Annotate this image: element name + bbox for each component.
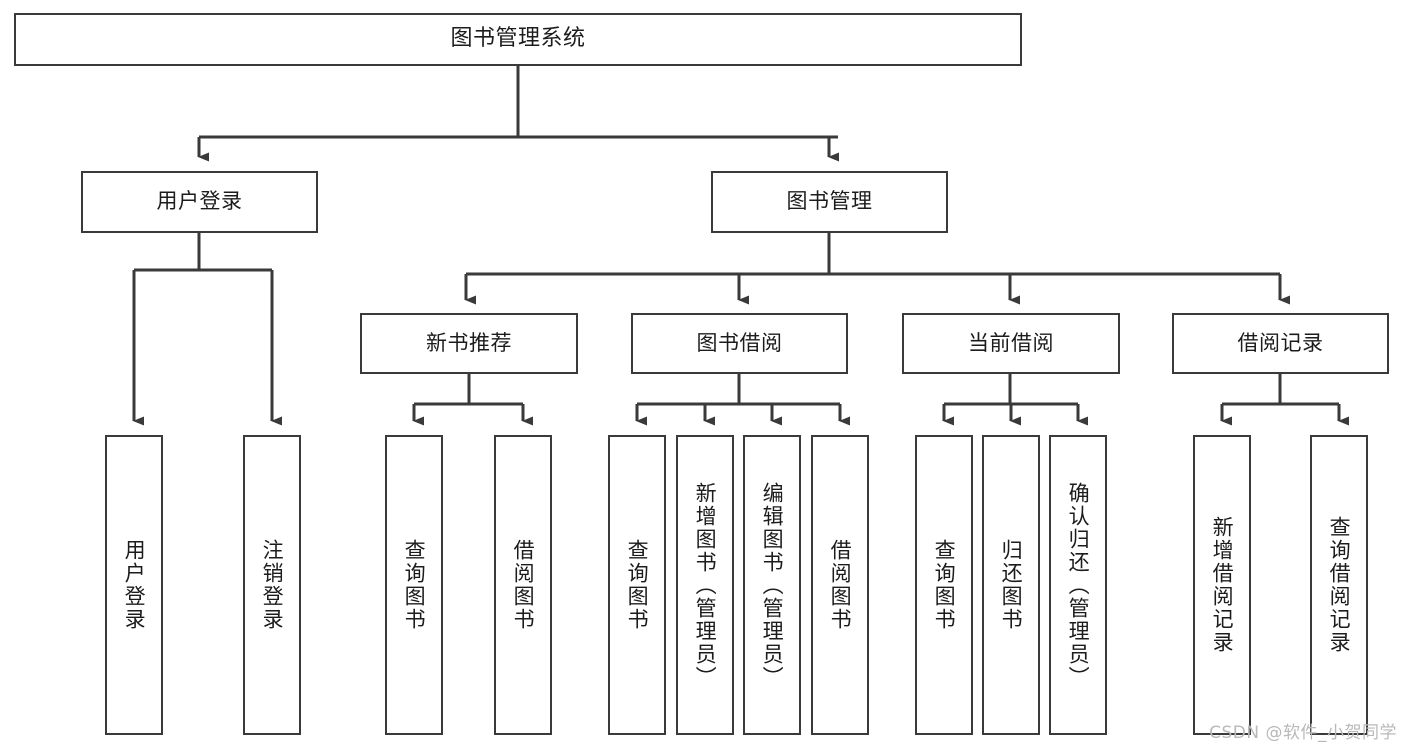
node-leaf-confirm-return[interactable]: 确认归还（管理员）: [1049, 435, 1107, 735]
node-leaf-user-login-label: 用户登录: [122, 539, 147, 631]
node-book-borrow[interactable]: 图书借阅: [631, 313, 848, 374]
node-leaf-return-book-label: 归还图书: [999, 539, 1024, 631]
node-user-login-label: 用户登录: [156, 189, 243, 214]
node-book-manage[interactable]: 图书管理: [711, 171, 948, 233]
node-leaf-query-record[interactable]: 查询借阅记录: [1310, 435, 1368, 735]
node-leaf-query-book-2[interactable]: 查询图书: [608, 435, 666, 735]
node-leaf-borrow-book-2-label: 借阅图书: [828, 539, 853, 631]
node-leaf-borrow-book-2[interactable]: 借阅图书: [811, 435, 869, 735]
node-book-manage-label: 图书管理: [786, 189, 873, 214]
node-leaf-add-record[interactable]: 新增借阅记录: [1193, 435, 1251, 735]
node-user-login[interactable]: 用户登录: [81, 171, 318, 233]
node-leaf-query-record-label: 查询借阅记录: [1327, 516, 1352, 654]
node-leaf-logout[interactable]: 注销登录: [243, 435, 301, 735]
node-borrow-record[interactable]: 借阅记录: [1172, 313, 1389, 374]
node-borrow-record-label: 借阅记录: [1237, 330, 1324, 355]
node-leaf-add-book-label: 新增图书（管理员）: [693, 481, 718, 689]
node-leaf-query-book-3[interactable]: 查询图书: [915, 435, 973, 735]
node-leaf-edit-book-label: 编辑图书（管理员）: [760, 481, 785, 689]
node-leaf-query-book-2-label: 查询图书: [625, 539, 650, 631]
node-root[interactable]: 图书管理系统: [14, 13, 1022, 66]
node-leaf-add-record-label: 新增借阅记录: [1210, 516, 1235, 654]
node-leaf-query-book-1-label: 查询图书: [402, 539, 427, 631]
node-leaf-confirm-return-label: 确认归还（管理员）: [1066, 481, 1091, 689]
node-new-book-rec-label: 新书推荐: [426, 330, 512, 355]
node-leaf-logout-label: 注销登录: [260, 539, 285, 631]
node-root-label: 图书管理系统: [450, 26, 586, 52]
node-leaf-borrow-book-1-label: 借阅图书: [511, 539, 536, 631]
node-leaf-edit-book[interactable]: 编辑图书（管理员）: [743, 435, 801, 735]
node-leaf-borrow-book-1[interactable]: 借阅图书: [494, 435, 552, 735]
node-leaf-add-book[interactable]: 新增图书（管理员）: [676, 435, 734, 735]
node-book-borrow-label: 图书借阅: [696, 330, 783, 355]
node-leaf-query-book-3-label: 查询图书: [932, 539, 957, 631]
node-new-book-rec[interactable]: 新书推荐: [360, 313, 578, 374]
node-leaf-query-book-1[interactable]: 查询图书: [385, 435, 443, 735]
watermark-text: CSDN @软件_小贺同学: [1209, 723, 1397, 743]
node-leaf-return-book[interactable]: 归还图书: [982, 435, 1040, 735]
node-current-borrow[interactable]: 当前借阅: [902, 313, 1120, 374]
node-current-borrow-label: 当前借阅: [968, 330, 1054, 355]
node-leaf-user-login[interactable]: 用户登录: [105, 435, 163, 735]
